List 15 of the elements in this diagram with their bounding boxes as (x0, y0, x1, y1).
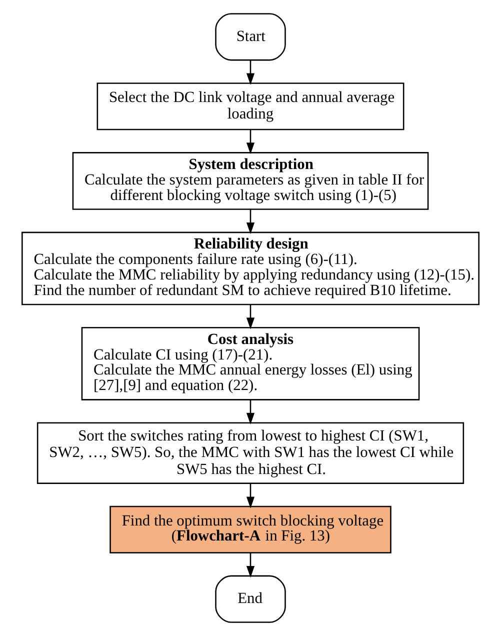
arrow (246, 60, 254, 85)
node-box: Reliability design Calculate the components failure rate using (6)-(11). Calculate the MMC reliability by applying redundancy using (12)-(15). Find the number of redundant SM to achieve required B10 lifetime. (21, 232, 479, 306)
node-box: Find the optimum switch blocking voltage (Flowchart-A in Fig. 13) (109, 506, 391, 554)
node-box: End (214, 575, 286, 623)
node-box: Select the DC link voltage and annual average loading (96, 82, 404, 130)
arrow (246, 400, 254, 424)
node-box: System description Calculate the system parameters as given in table II for different blocking voltage switch using (1)-(5) (72, 152, 428, 210)
arrow (246, 552, 254, 578)
arrow (246, 304, 254, 330)
node-box: Cost analysis Calculate CI using (17)-(21). Calculate the MMC annual energy losses (El) using [27],[9] and equation (22). (80, 327, 420, 400)
arrow (246, 484, 254, 508)
node-box: Start (214, 13, 286, 61)
node-box: Sort the switches rating from lowest to highest CI (SW1, SW2, …, SW5). So, the MMC with SW1 has the lowest CI while SW5 has the highest CI. (36, 422, 464, 484)
arrow (246, 210, 254, 234)
arrow (246, 130, 254, 154)
